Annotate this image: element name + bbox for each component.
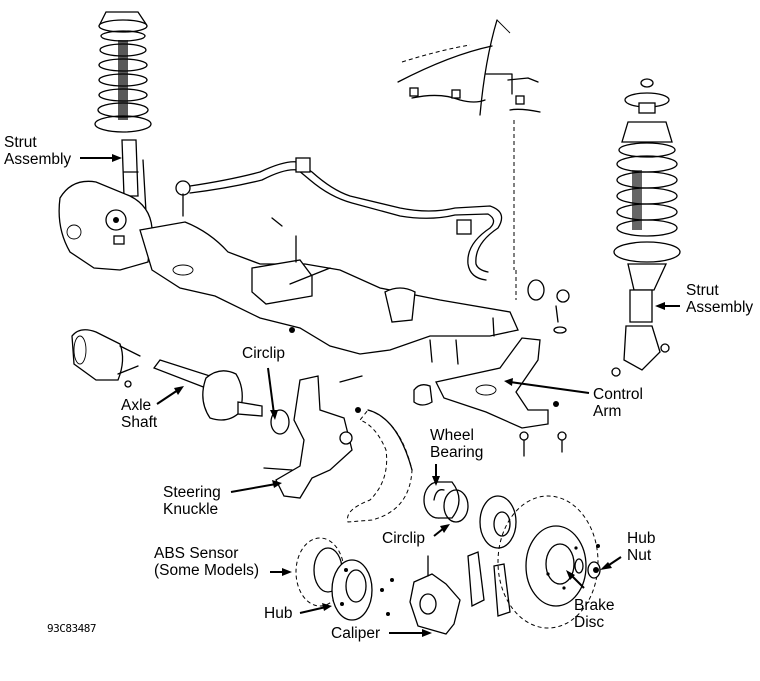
label-circlip-upper: Circlip xyxy=(242,345,285,362)
label-line: Assembly xyxy=(4,151,72,168)
label-hub-nut: Hub Nut xyxy=(627,530,655,564)
body-panel-drawing xyxy=(397,19,541,300)
brake-pads-drawing xyxy=(467,495,517,617)
label-line: Arm xyxy=(593,403,622,420)
label-line: Disc xyxy=(574,614,605,631)
label-line: Shaft xyxy=(121,414,158,431)
label-line: Axle xyxy=(121,397,152,414)
label-control-arm: Control Arm xyxy=(593,386,643,420)
label-wheel-bearing: Wheel Bearing xyxy=(430,427,483,461)
axle-shaft-drawing xyxy=(71,329,263,421)
wheel-bearing-drawing xyxy=(423,481,469,523)
label-line: Wheel xyxy=(430,427,474,444)
label-axle-shaft: Axle Shaft xyxy=(121,397,157,431)
label-line: Bearing xyxy=(430,444,484,461)
steering-knuckle-drawing xyxy=(263,375,361,499)
label-line: Steering xyxy=(163,484,221,501)
label-line: Control xyxy=(593,386,643,403)
control-arm-drawing xyxy=(339,337,567,457)
label-line: ABS Sensor xyxy=(154,545,239,562)
label-strut-assembly-right: Strut Assembly xyxy=(686,282,753,316)
label-line: Strut xyxy=(4,134,37,151)
stabilizer-bar-drawing xyxy=(175,157,503,281)
label-line: Strut xyxy=(686,282,719,299)
caliper-drawing xyxy=(386,555,461,635)
label-abs-sensor: ABS Sensor (Some Models) xyxy=(154,545,259,579)
label-line: Caliper xyxy=(331,625,381,642)
bushings-drawing xyxy=(527,279,570,334)
splash-shield-drawing xyxy=(346,409,413,523)
right-strut-drawing xyxy=(611,78,681,377)
leader-arrows xyxy=(80,154,680,637)
label-line: Circlip xyxy=(382,530,426,547)
label-line: Knuckle xyxy=(163,501,219,518)
hub-nut-drawing xyxy=(574,544,601,579)
subframe-drawing xyxy=(139,217,519,365)
label-hub: Hub xyxy=(264,605,292,622)
label-line: Nut xyxy=(627,547,652,564)
label-line: Brake xyxy=(574,597,615,614)
figure-id: 93C83487 xyxy=(47,622,96,635)
label-line: Hub xyxy=(627,530,656,547)
label-strut-assembly-left: Strut Assembly xyxy=(4,134,71,168)
label-circlip-lower: Circlip xyxy=(382,530,425,547)
label-caliper: Caliper xyxy=(331,625,380,642)
brake-disc-drawing xyxy=(497,495,599,629)
abs-hub-drawing xyxy=(295,537,384,621)
label-line: Assembly xyxy=(686,299,754,316)
label-steering-knuckle: Steering Knuckle xyxy=(163,484,221,518)
label-line: Circlip xyxy=(242,345,286,362)
label-brake-disc: Brake Disc xyxy=(574,597,615,631)
left-strut-drawing xyxy=(58,11,153,271)
label-line: (Some Models) xyxy=(154,562,260,579)
label-line: Hub xyxy=(264,605,293,622)
